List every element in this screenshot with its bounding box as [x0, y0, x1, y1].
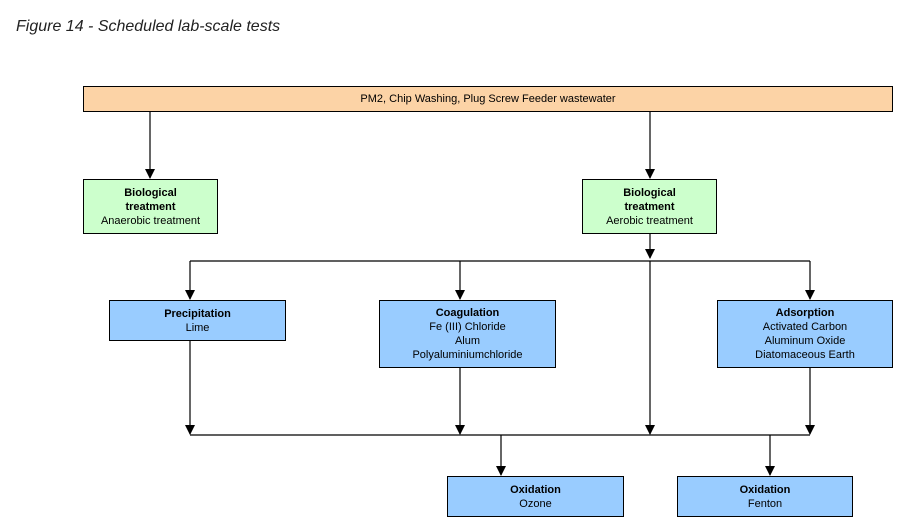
source-label: PM2, Chip Washing, Plug Screw Feeder was… — [360, 93, 616, 105]
biological-aerobic-box: Biological treatment Aerobic treatment — [582, 179, 717, 234]
source-box: PM2, Chip Washing, Plug Screw Feeder was… — [83, 86, 893, 112]
oxidation-ozone-line-1: Ozone — [519, 497, 552, 510]
biological-anaerobic-line-1: Anaerobic treatment — [100, 214, 201, 227]
adsorption-line-2: Aluminum Oxide — [764, 335, 846, 347]
biological-aerobic-title: Biological treatment — [623, 186, 676, 213]
adsorption-title: Adsorption — [775, 307, 835, 319]
figure-caption: Figure 14 - Scheduled lab-scale tests — [16, 18, 281, 35]
coagulation-title: Coagulation — [435, 307, 500, 319]
oxidation-ozone-title: Oxidation — [510, 483, 561, 496]
adsorption-line-1: Activated Carbon — [762, 321, 848, 333]
adsorption-box: Adsorption Activated Carbon Aluminum Oxi… — [717, 300, 893, 368]
oxidation-fenton-title: Oxidation — [739, 483, 791, 496]
biological-aerobic-line-1: Aerobic treatment — [606, 214, 693, 227]
biological-anaerobic-title: Biological treatment — [124, 186, 177, 213]
precipitation-title: Precipitation — [164, 307, 231, 320]
biological-anaerobic-box: Biological treatment Anaerobic treatment — [83, 179, 218, 234]
coagulation-line-1: Fe (III) Chloride — [429, 321, 506, 333]
coagulation-line-3: Polyaluminiumchloride — [412, 349, 523, 361]
oxidation-fenton-box: Oxidation Fenton — [677, 476, 853, 517]
coagulation-box: Coagulation Fe (III) Chloride Alum Polya… — [379, 300, 556, 368]
precipitation-line-1: Lime — [185, 321, 210, 334]
coagulation-line-2: Alum — [454, 335, 481, 347]
precipitation-box: Precipitation Lime — [109, 300, 286, 341]
oxidation-fenton-line-1: Fenton — [747, 497, 783, 510]
oxidation-ozone-box: Oxidation Ozone — [447, 476, 624, 517]
adsorption-line-3: Diatomaceous Earth — [755, 349, 855, 361]
